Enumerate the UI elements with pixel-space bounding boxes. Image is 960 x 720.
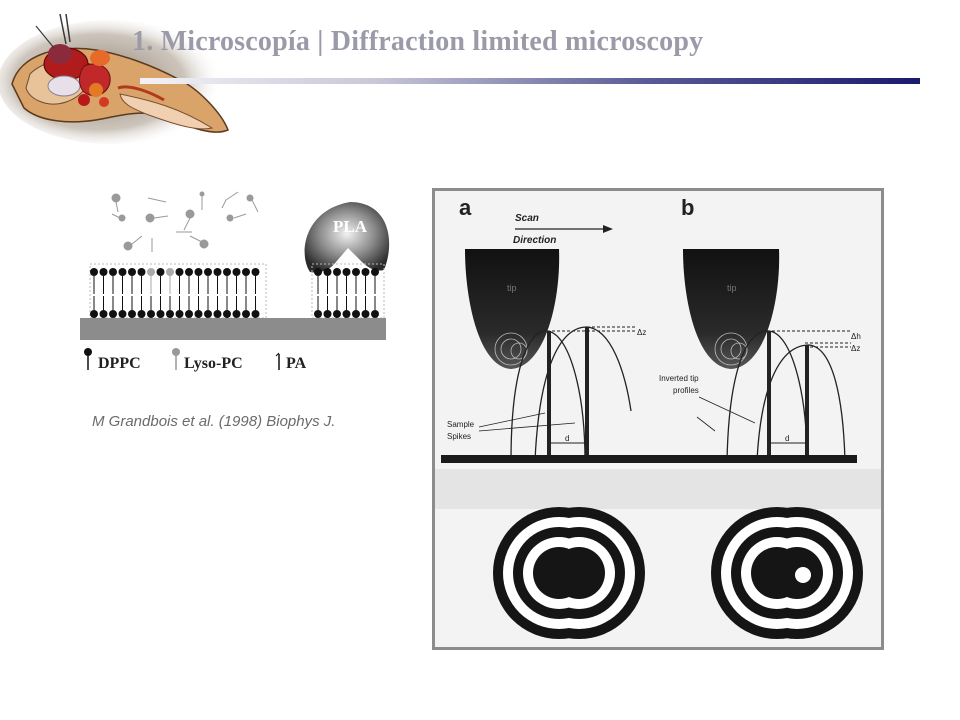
spike-a2	[585, 327, 589, 459]
delta-z-b: Δz	[851, 344, 860, 353]
legend: DPPC Lyso-PC PA	[84, 348, 307, 372]
free-lipid-molecules	[111, 191, 259, 252]
panel-a-label: a	[459, 195, 472, 220]
afm-tip-figure: a Scan Direction tip Δz d Sample Spikes	[435, 191, 881, 647]
sample-surface	[441, 455, 857, 463]
substrate	[80, 318, 386, 340]
d-label-a: d	[565, 434, 569, 443]
spike-b1	[767, 331, 771, 459]
legend-pa: PA	[286, 355, 307, 372]
bright-spot-b	[795, 567, 811, 583]
spike-b2	[805, 345, 809, 459]
afm-tip-a	[465, 249, 560, 369]
pla-label: PLA	[333, 217, 368, 236]
afm-tip-b	[683, 249, 780, 369]
tip-label-b: tip	[727, 283, 737, 293]
panel-b-label: b	[681, 195, 694, 220]
inverted-tip-line1: Inverted tip	[659, 374, 699, 383]
legend-dppc: DPPC	[98, 355, 141, 372]
image-rings-b	[711, 507, 863, 639]
spike-a1	[547, 331, 551, 459]
legend-lyso-pc: Lyso-PC	[184, 355, 243, 372]
citation: M Grandbois et al. (1998) Biophys J.	[92, 413, 336, 430]
pla-enzyme: PLA	[304, 202, 390, 273]
sample-spikes-line2: Spikes	[447, 432, 471, 441]
bilayer-lipids	[89, 263, 385, 319]
tip-label-a: tip	[507, 283, 517, 293]
sample-spikes-line1: Sample	[447, 420, 475, 429]
slide-title: 1. Microscopía | Diffraction limited mic…	[132, 26, 704, 57]
image-rings-a	[493, 507, 645, 639]
d-label-b: d	[785, 434, 789, 443]
afm-figure-frame: a Scan Direction tip Δz d Sample Spikes	[432, 188, 884, 650]
delta-z-a: Δz	[637, 328, 646, 337]
scan-label: Scan	[515, 213, 539, 224]
dissected-specimen-icon	[0, 13, 229, 144]
direction-label: Direction	[513, 235, 556, 246]
lipid-bilayer-figure: PLA DPPC Lyso-PC PA	[80, 191, 390, 372]
title-underline-bar	[140, 78, 920, 84]
delta-h-b: Δh	[851, 332, 861, 341]
inverted-tip-line2: profiles	[673, 386, 699, 395]
